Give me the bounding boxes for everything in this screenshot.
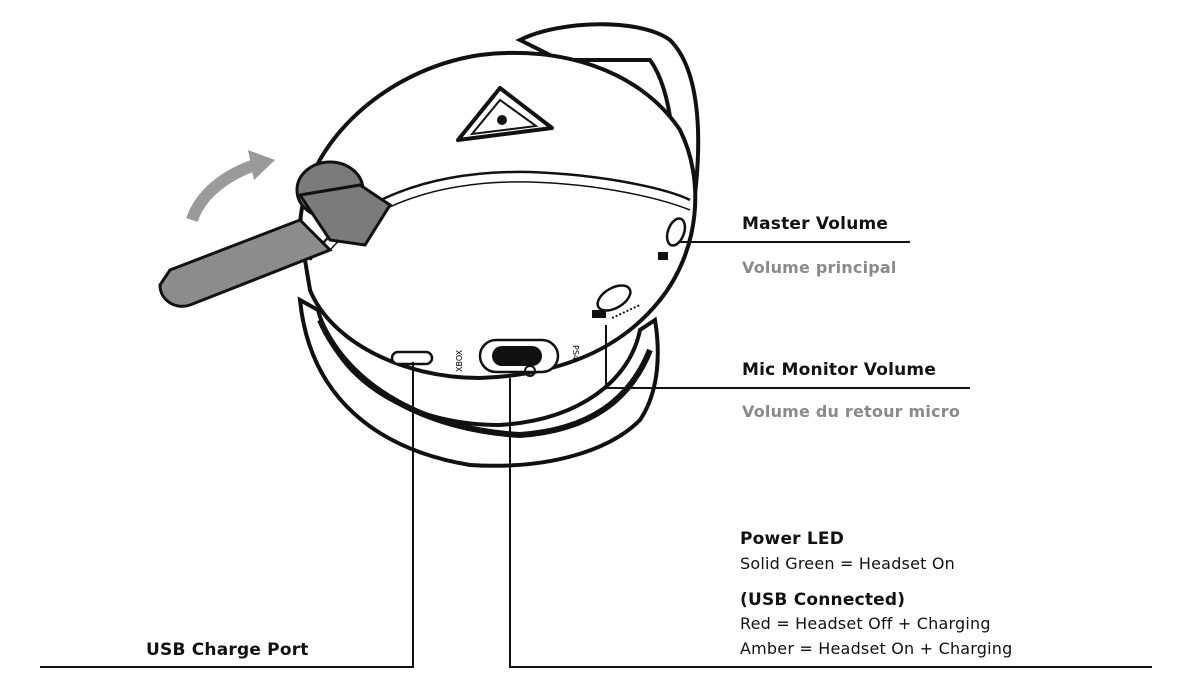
mode-xbox-label: XBOX [455, 349, 464, 372]
master-volume-wheel [658, 217, 687, 260]
brand-triangle-logo [456, 86, 554, 142]
usb-connected-title: (USB Connected) [740, 590, 906, 610]
power-led-line-2: Red = Headset Off + Charging [740, 614, 991, 633]
rotate-arrow-icon [186, 150, 275, 223]
mic-monitor-wheel [592, 284, 641, 319]
mode-ps4-label: PS4 [571, 345, 580, 360]
usb-port-leader [40, 362, 414, 668]
usb-port-title: USB Charge Port [146, 640, 309, 660]
mic-boom [158, 160, 393, 308]
mic-monitor-subtitle: Volume du retour micro [742, 402, 961, 421]
master-volume-subtitle: Volume principal [742, 258, 897, 277]
power-icon [524, 365, 536, 377]
master-volume-title: Master Volume [742, 214, 889, 234]
mic-monitor-leader [605, 325, 970, 389]
power-led-line-3: Amber = Headset On + Charging [740, 639, 1013, 658]
power-led-title: Power LED [740, 529, 845, 549]
mode-switch: XBOX PS4 [455, 338, 580, 377]
power-led-leader [509, 378, 1152, 668]
mic-monitor-title: Mic Monitor Volume [742, 360, 937, 380]
ear-cup-body [297, 50, 698, 381]
power-led-line-1: Solid Green = Headset On [740, 554, 956, 573]
